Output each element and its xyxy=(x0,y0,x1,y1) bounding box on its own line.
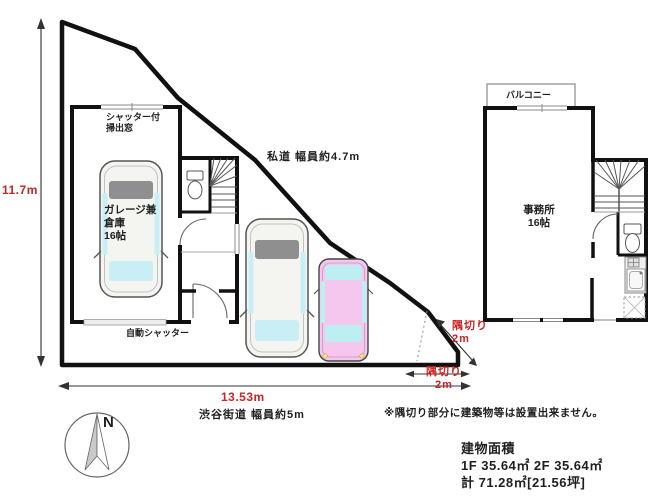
stairs-2f xyxy=(593,159,646,213)
fridge-space xyxy=(623,296,646,319)
corner-cut-note: ※隅切り部分に建築物等は設置出来ません。 xyxy=(384,407,604,419)
corner-cut-bottom-label: 隅切り 2m xyxy=(426,366,462,391)
garage-room-label: ガレージ兼 倉庫 16帖 xyxy=(104,204,157,242)
bottom-dimension-label: 13.53m xyxy=(221,390,265,404)
corner-cut-diagonal-label: 隅切り 2m xyxy=(452,320,488,345)
building-area-total: 計 71.28㎡[21.56坪] xyxy=(461,475,586,490)
stairs-1f xyxy=(209,157,238,214)
office-windows xyxy=(513,316,616,324)
left-dimension-label: 11.7m xyxy=(2,183,38,197)
parked-car-pink xyxy=(313,258,374,362)
balcony-door xyxy=(517,104,567,112)
auto-shutter-door xyxy=(83,318,167,327)
building-area-floors: 1F 35.64㎡ 2F 35.64㎡ xyxy=(461,458,603,473)
corner-cut-phantom-line xyxy=(416,310,428,362)
auto-shutter-label: 自動シャッター xyxy=(126,328,190,338)
garage-window-label: シャッター付 掃出窓 xyxy=(106,112,161,133)
hall-door-2f xyxy=(590,213,619,240)
toilet-2f xyxy=(623,223,642,253)
main-road-label: 渋谷街道 幅員約5m xyxy=(199,409,305,421)
building-area-title: 建物面積 xyxy=(461,441,516,456)
entry-window xyxy=(233,224,241,254)
balcony-label: バルコニー xyxy=(506,90,551,100)
parked-car-white xyxy=(239,218,315,358)
car-in-garage xyxy=(93,160,169,298)
compass xyxy=(64,412,130,478)
compass-north-label: N xyxy=(103,414,114,431)
dimension-arrow-bottom xyxy=(58,382,471,390)
garage-window xyxy=(101,103,163,111)
corner-cut-arrows xyxy=(405,319,477,378)
private-road-label: 私道 幅員約4.7m xyxy=(267,151,361,163)
kitchen-2f xyxy=(624,256,647,294)
garage-building xyxy=(70,103,241,327)
second-floor-plan xyxy=(483,83,648,324)
hall-door xyxy=(177,218,207,246)
office-room-label: 事務所 16帖 xyxy=(523,204,555,229)
dimension-arrow-left xyxy=(37,18,45,367)
